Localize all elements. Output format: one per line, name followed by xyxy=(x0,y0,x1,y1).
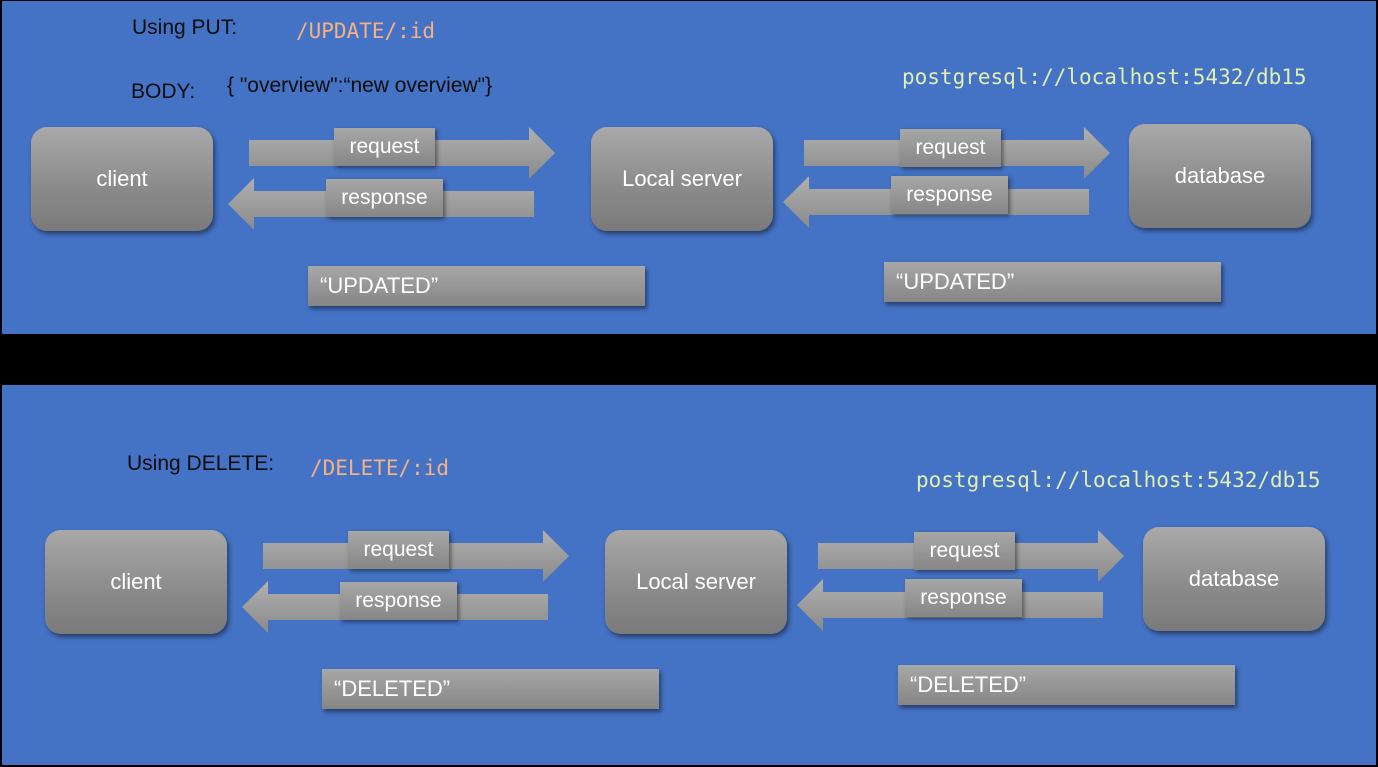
update-client-response-label: response xyxy=(326,179,443,217)
update-db-url: postgresql://localhost:5432/db15 xyxy=(902,65,1307,89)
delete-db-url: postgresql://localhost:5432/db15 xyxy=(916,468,1321,492)
delete-server-node: Local server xyxy=(605,530,787,634)
delete-method-label: Using DELETE: xyxy=(127,452,275,475)
update-client-request-label: request xyxy=(334,128,435,166)
delete-client-result: “DELETED” xyxy=(322,669,659,709)
delete-server-request-label: request xyxy=(914,532,1015,570)
delete-client-response-label: response xyxy=(340,582,457,620)
section-divider xyxy=(0,334,1378,385)
delete-client-node: client xyxy=(45,530,227,634)
update-client-node: client xyxy=(31,127,213,231)
update-route: /UPDATE/:id xyxy=(296,19,436,43)
update-database-node: database xyxy=(1129,124,1311,228)
delete-server-result: “DELETED” xyxy=(898,665,1235,705)
update-client-result: “UPDATED” xyxy=(308,266,645,306)
update-body-label: BODY: xyxy=(131,80,196,103)
update-method-label: Using PUT: xyxy=(132,16,238,39)
delete-server-response-label: response xyxy=(905,579,1022,617)
update-server-request-label: request xyxy=(900,129,1001,167)
delete-client-request-label: request xyxy=(348,531,449,569)
update-server-response-label: response xyxy=(891,176,1008,214)
delete-database-node: database xyxy=(1143,527,1325,631)
delete-route: /DELETE/:id xyxy=(310,456,450,480)
update-server-result: “UPDATED” xyxy=(884,262,1221,302)
update-server-node: Local server xyxy=(591,127,773,231)
update-body-value: { "overview":“new overview"} xyxy=(227,74,493,97)
